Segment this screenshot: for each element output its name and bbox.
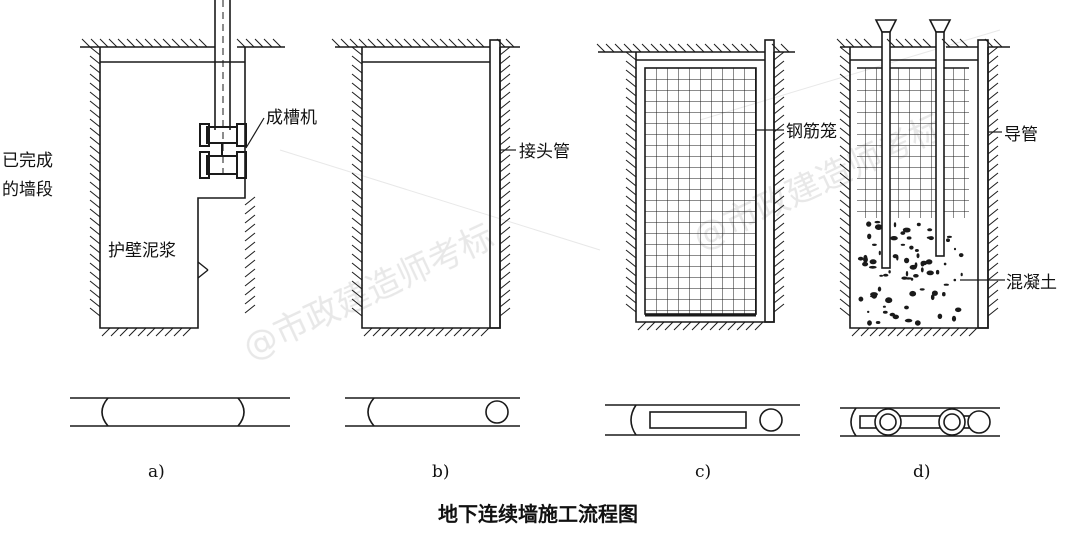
- label-joint-pipe: 接头管: [519, 142, 570, 162]
- sublabel-d: d): [913, 462, 931, 482]
- soil-hatching-c: [596, 43, 790, 331]
- joint-pipe-icon: [977, 39, 989, 329]
- joint-pipe-icon: [489, 39, 501, 329]
- plan-views: [70, 397, 1000, 437]
- panel-c-rebar-cage: [598, 39, 795, 323]
- label-concrete: 混凝土: [1006, 273, 1057, 293]
- plan-view-a: [70, 397, 290, 427]
- label-completed-wall-2: 的墙段: [2, 180, 53, 200]
- plan-view-b: [345, 397, 520, 427]
- sublabel-b: b): [432, 462, 450, 482]
- rebar-cage-icon: [644, 67, 757, 315]
- label-tremie-pipe: 导管: [1004, 125, 1038, 145]
- soil-hatching-a: [81, 38, 282, 337]
- concrete-fill: [857, 220, 964, 326]
- soil-hatching-d: [836, 38, 1003, 337]
- label-rebar-cage: 钢筋笼: [786, 122, 837, 142]
- label-completed-wall-1: 已完成: [2, 151, 53, 171]
- label-slurry: 护壁泥浆: [108, 241, 176, 261]
- panel-d-concreting: [840, 19, 1010, 329]
- trench-machine-icon: [199, 123, 247, 179]
- figure-caption: 地下连续墙施工流程图: [438, 502, 638, 526]
- watermark-text: @市政建造师考标: [237, 217, 500, 368]
- soil-hatching-b: [331, 38, 515, 337]
- panel-b-joint-pipe: [335, 39, 520, 329]
- sublabel-c: c): [695, 462, 711, 482]
- label-trench-machine: 成槽机: [266, 108, 317, 128]
- joint-pipe-icon: [764, 39, 775, 323]
- plan-view-c: [605, 404, 800, 436]
- sublabel-a: a): [148, 462, 165, 482]
- tremie-pipe-icon: [874, 19, 952, 269]
- plan-view-d: [840, 407, 1000, 437]
- panel-a-trenching: [80, 0, 285, 329]
